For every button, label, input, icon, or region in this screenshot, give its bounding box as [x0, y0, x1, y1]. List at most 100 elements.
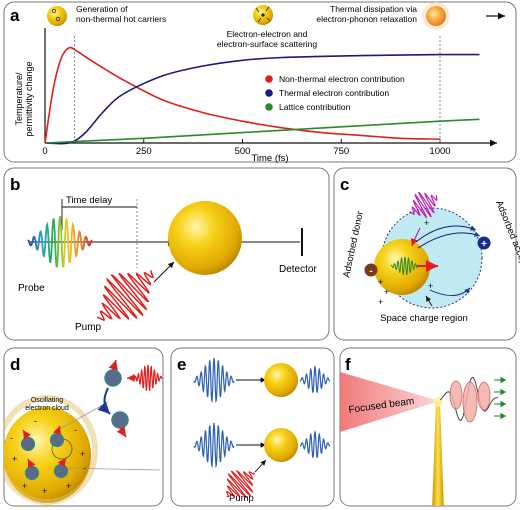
- panel-b: b Time delay Probe Pump Detector: [3, 167, 330, 341]
- pump-arrow-icon: [254, 459, 267, 473]
- svg-text:+: +: [80, 449, 85, 459]
- scattering-arrows-icon: [255, 6, 271, 23]
- donor-charge: -: [369, 266, 372, 277]
- metal-tip: [432, 402, 444, 506]
- chart-legend: Non-thermal electron contribution Therma…: [265, 74, 405, 112]
- pump-pulse: [226, 470, 255, 499]
- y-axis-label-line2: permittivity change: [24, 61, 34, 136]
- probe-pulse-in: [193, 357, 235, 403]
- nanoparticle: [264, 363, 298, 397]
- spin-arrow-icon: [108, 359, 118, 371]
- surface-charge: +: [428, 281, 433, 291]
- transfer-arrows-icon: [415, 225, 481, 296]
- legend-marker-thermal: [265, 89, 273, 97]
- electron-dot-icon: [55, 16, 61, 22]
- field-lobes: [449, 380, 491, 423]
- acceptor-molecule: [477, 236, 491, 250]
- field-lobe: [462, 381, 478, 423]
- surface-charge: +: [384, 287, 389, 297]
- space-charge-label: Space charge region: [380, 313, 468, 324]
- atom-relaxed-icon: [111, 411, 129, 429]
- svg-text:+: +: [22, 481, 27, 491]
- light-pulse: [133, 364, 163, 391]
- series-thermal: [44, 53, 480, 145]
- pump-label: Pump: [229, 493, 254, 504]
- legend-marker-nonthermal: [265, 75, 273, 83]
- panel-c: c - + + + + + + Adsorbed donor Adsorbed …: [333, 167, 520, 341]
- probe-label: Probe: [18, 283, 45, 294]
- panel-c-label: c: [340, 175, 349, 194]
- series-nonthermal: [44, 46, 441, 144]
- x-tick-label: 750: [333, 146, 349, 157]
- emission-arrows-icon: [494, 376, 506, 420]
- generation-particle-icon: [47, 6, 67, 26]
- panel-a-frame: [3, 1, 517, 163]
- panel-f-frame: [339, 347, 517, 507]
- legend-thermal: Thermal electron contribution: [279, 88, 389, 98]
- space-charge-pointer-icon: [425, 295, 433, 307]
- acceptor-charge: +: [481, 239, 487, 250]
- header-generation-line1: Generation of: [76, 4, 128, 14]
- spin-arrow-icon: [116, 426, 127, 438]
- svg-text:-: -: [34, 416, 37, 426]
- header-dissipation-line2: electron-phonon relaxation: [316, 14, 417, 24]
- panel-d: +++ ++- --- d Oscillating electron cloud: [3, 347, 164, 507]
- legend-nonthermal: Non-thermal electron contribution: [279, 74, 405, 84]
- transition-arrow-icon: [97, 387, 111, 415]
- probe-pulse-in: [193, 422, 235, 468]
- donor-molecule: [364, 263, 378, 277]
- zoom-line: [61, 467, 161, 471]
- series-lattice: [44, 118, 480, 144]
- header-scattering-line1: Electron-electron and: [227, 29, 308, 39]
- cloud-label-line2: electron cloud: [25, 405, 69, 412]
- time-delay-label: Time delay: [66, 195, 112, 206]
- field-lobe: [449, 380, 463, 410]
- pump-pulse: [96, 269, 154, 321]
- header-generation-line2: non-thermal hot carriers: [76, 14, 166, 24]
- panel-e-label: e: [177, 355, 186, 374]
- panel-f-label: f: [345, 355, 351, 374]
- svg-text:-: -: [10, 433, 13, 443]
- x-tick-label: 1000: [429, 146, 450, 157]
- panel-e-frame: [170, 347, 335, 507]
- cloud-label-line1: Oscillating: [31, 397, 63, 404]
- field-lobe: [477, 381, 491, 411]
- nanoparticle: [168, 201, 242, 275]
- chart-series: [44, 46, 480, 145]
- svg-text:+: +: [66, 481, 71, 491]
- x-tick-label: 500: [235, 146, 251, 157]
- panel-b-frame: [3, 167, 330, 341]
- detector-label: Detector: [279, 264, 317, 275]
- x-tick-label: 250: [136, 146, 152, 157]
- svg-text:-: -: [83, 463, 86, 473]
- electron-wavepacket: [390, 256, 420, 276]
- panel-e: e Pump: [170, 347, 335, 507]
- probe-pulse: [27, 215, 93, 268]
- header-dissipation-line1: Thermal dissipation via: [330, 4, 417, 14]
- y-axis-label-line1: Temperature/: [14, 72, 24, 126]
- panel-a-label: a: [10, 6, 20, 25]
- panel-b-label: b: [10, 175, 20, 194]
- panel-f-content: [340, 372, 506, 506]
- pump-label: Pump: [75, 322, 102, 333]
- excitation-pulse: [409, 191, 438, 219]
- pump-arrow-icon: [153, 261, 175, 283]
- svg-text:-: -: [74, 425, 77, 435]
- x-tick-label: 0: [42, 146, 47, 157]
- surface-charge: +: [424, 218, 429, 228]
- nanoparticle: [264, 428, 298, 462]
- panel-d-label: d: [10, 355, 20, 374]
- probe-pulse-out: [299, 364, 331, 393]
- panel-d-content: +++ ++- ---: [4, 359, 163, 505]
- header-scattering-line2: electron-surface scattering: [217, 39, 317, 49]
- legend-lattice: Lattice contribution: [279, 102, 351, 112]
- focused-beam: [340, 372, 436, 432]
- panel-f: f Focused beam: [339, 347, 517, 507]
- electron-cloud: [4, 395, 98, 505]
- electron-dot-icon: [51, 8, 57, 14]
- surface-charges: + + + + +: [378, 218, 433, 307]
- probe-pulse-out: [299, 429, 331, 458]
- hot-particle-icon: [426, 6, 446, 26]
- surface-charge: +: [378, 277, 383, 287]
